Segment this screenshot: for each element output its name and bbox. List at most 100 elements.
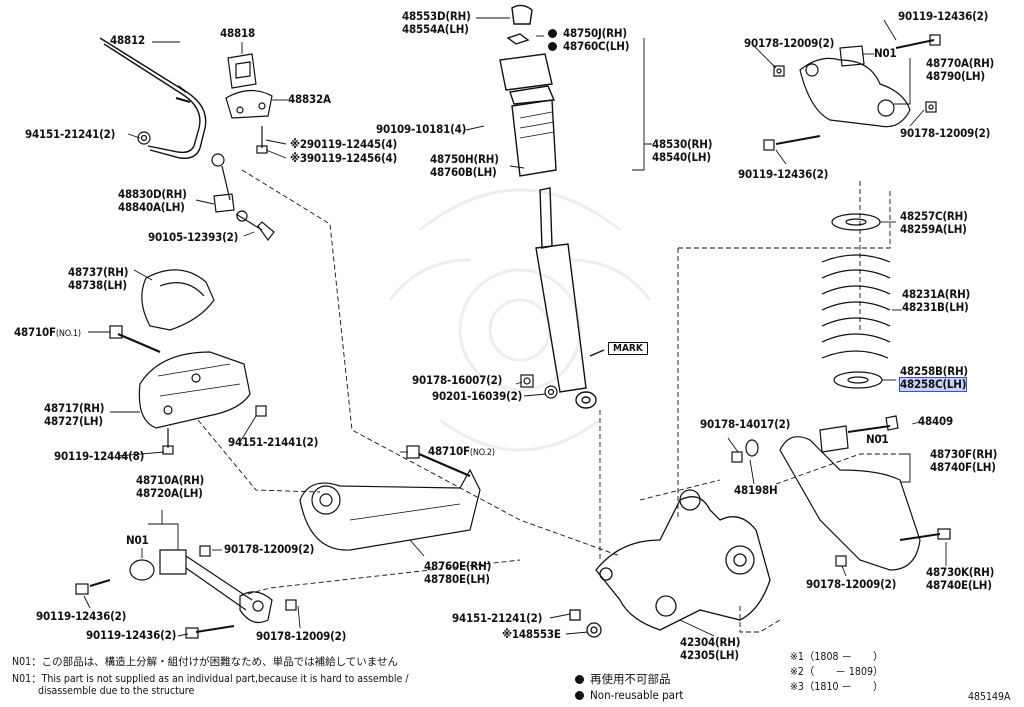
stabilizer-bushing	[227, 53, 257, 89]
label-n01-upper[interactable]: N01	[874, 46, 897, 60]
shock-mark-tag: MARK	[608, 342, 648, 355]
label-90201-16039[interactable]: 90201-16039(2)	[432, 389, 523, 403]
label-48530[interactable]: 48530(RH)	[652, 137, 713, 151]
label-90119-12436-c[interactable]: 90119-12436(2)	[36, 609, 127, 623]
label-90109-10181[interactable]: 90109-10181(4)	[376, 122, 467, 136]
watermark-emblem	[388, 188, 652, 452]
label-90178-12009-c[interactable]: 90178-12009(2)	[224, 542, 315, 556]
label-48770a[interactable]: 48770A(RH)	[926, 56, 995, 70]
label-48737[interactable]: 48737(RH)	[68, 265, 129, 279]
label-48750j-text: 48750J(RH)	[563, 26, 627, 40]
stabilizer-bracket	[225, 89, 273, 119]
leader-lines	[83, 17, 947, 637]
label-42304[interactable]: 42304(RH)	[680, 635, 741, 649]
label-90119-12456[interactable]: ※390119-12456(4)	[290, 151, 397, 165]
label-48840a[interactable]: 48840A(LH)	[118, 200, 185, 214]
label-94151-21441[interactable]: 94151-21441(2)	[228, 435, 319, 449]
label-48760e[interactable]: 48760E(RH)	[424, 559, 492, 573]
label-48710f-no1-suffix: (NO.1)	[55, 329, 81, 339]
bolt-90119-12445	[256, 126, 268, 154]
label-48832a[interactable]: 48832A	[288, 92, 331, 106]
label-48730k[interactable]: 48730K(RH)	[926, 565, 995, 579]
note-n01-english-line2: disassemble due to the structure	[38, 685, 195, 697]
guide-lines	[197, 169, 908, 633]
label-48710f-no2-text: 48710F	[428, 444, 470, 458]
note-n01-japanese: N01：この部品は、構造上分解・組付けが困難なため、単品では補給していません	[12, 656, 398, 668]
label-90178-12009-a[interactable]: 90178-12009(2)	[744, 36, 835, 50]
legend-jp-text: 再使用不可部品	[590, 672, 671, 686]
non-reusable-dot-icon	[575, 691, 584, 700]
lower-link	[75, 545, 297, 639]
legend: 再使用不可部品 Non-reusable part	[575, 671, 683, 703]
label-48790[interactable]: 48790(LH)	[926, 69, 985, 83]
label-48198h[interactable]: 48198H	[734, 483, 778, 497]
label-90119-12444[interactable]: 90119-12444(8)	[54, 449, 145, 463]
bolt-48710f-no1	[109, 325, 161, 354]
label-48818[interactable]: 48818	[220, 26, 255, 40]
non-reusable-dot-icon	[548, 29, 557, 38]
label-48258c-highlighted[interactable]: 48258C(LH)	[898, 377, 968, 392]
label-48812[interactable]: 48812	[110, 33, 145, 47]
diagram-id: 485149A	[968, 691, 1011, 703]
trailing-arm	[299, 468, 481, 551]
label-90105-12393[interactable]: 90105-12393(2)	[148, 230, 239, 244]
label-90178-14017[interactable]: 90178-14017(2)	[700, 417, 791, 431]
upper-control-arm	[763, 34, 941, 151]
label-48740f[interactable]: 48740F(LH)	[930, 460, 996, 474]
label-48760c[interactable]: 48760C(LH)	[548, 40, 629, 53]
label-n01-lower-right[interactable]: N01	[866, 432, 889, 446]
label-48760b[interactable]: 48760B(LH)	[430, 165, 497, 179]
notes-block: N01：この部品は、構造上分解・組付けが困難なため、単品では補給していません N…	[12, 656, 409, 697]
legend-en-text: Non-reusable part	[590, 688, 684, 702]
label-90119-12445[interactable]: ※290119-12445(4)	[290, 137, 397, 151]
label-90178-16007[interactable]: 90178-16007(2)	[412, 373, 503, 387]
label-48540[interactable]: 48540(LH)	[652, 150, 711, 164]
label-48257c[interactable]: 48257C(RH)	[900, 209, 968, 223]
label-94151-21241-c[interactable]: 94151-21241(2)	[452, 611, 543, 625]
footnote-1: ※1（1808 － ）	[790, 651, 884, 663]
label-48554a[interactable]: 48554A(LH)	[402, 22, 469, 36]
label-148553e[interactable]: ※148553E	[502, 627, 561, 641]
bolt-90105	[235, 210, 275, 242]
label-48780e[interactable]: 48780E(LH)	[424, 572, 490, 586]
label-n01-lower-left[interactable]: N01	[126, 533, 149, 547]
label-48409[interactable]: 48409	[918, 414, 953, 428]
label-48730f[interactable]: 48730F(RH)	[930, 447, 998, 461]
label-48710f-no1[interactable]: 48710F(NO.1)	[14, 326, 81, 341]
label-90119-12436-b[interactable]: 90119-12436(2)	[738, 167, 829, 181]
label-90178-12009-d[interactable]: 90178-12009(2)	[256, 629, 347, 643]
label-90119-12436-d[interactable]: 90119-12436(2)	[86, 628, 177, 642]
label-94151-21241-a[interactable]: 94151-21241(2)	[25, 127, 116, 141]
suspension-cover	[141, 269, 215, 331]
label-48720a[interactable]: 48720A(LH)	[136, 486, 203, 500]
label-90178-12009-e[interactable]: 90178-12009(2)	[806, 577, 897, 591]
coil-spring	[821, 213, 891, 389]
label-48727[interactable]: 48727(LH)	[44, 414, 103, 428]
label-48717[interactable]: 48717(RH)	[44, 401, 105, 415]
label-48830d[interactable]: 48830D(RH)	[118, 187, 187, 201]
label-48710f-no2-suffix: (NO.2)	[469, 448, 495, 458]
shock-lower-hardware	[520, 374, 558, 399]
label-48231b[interactable]: 48231B(LH)	[902, 300, 969, 314]
footnote-2: ※2（ － 1809）	[790, 666, 884, 678]
label-48750h[interactable]: 48750H(RH)	[430, 152, 499, 166]
non-reusable-dot-icon	[548, 42, 557, 51]
label-48259a[interactable]: 48259A(LH)	[900, 222, 967, 236]
label-48710f-no1-text: 48710F	[14, 325, 56, 339]
label-48710a[interactable]: 48710A(RH)	[136, 473, 205, 487]
label-48710f-no2[interactable]: 48710F(NO.2)	[428, 445, 495, 460]
label-48258b[interactable]: 48258B(RH)	[900, 364, 968, 378]
label-48750j[interactable]: 48750J(RH)	[548, 27, 627, 40]
label-48738[interactable]: 48738(LH)	[68, 278, 127, 292]
label-48553d[interactable]: 48553D(RH)	[402, 9, 471, 23]
label-48740e[interactable]: 48740E(LH)	[926, 578, 992, 592]
lower-control-arm	[731, 415, 951, 571]
label-48231a[interactable]: 48231A(RH)	[902, 287, 971, 301]
stabilizer-bar	[99, 37, 207, 159]
label-90178-12009-b[interactable]: 90178-12009(2)	[900, 126, 991, 140]
label-90119-12436-top[interactable]: 90119-12436(2)	[898, 9, 989, 23]
label-42305[interactable]: 42305(LH)	[680, 648, 739, 662]
nut-94151-a	[137, 131, 151, 145]
